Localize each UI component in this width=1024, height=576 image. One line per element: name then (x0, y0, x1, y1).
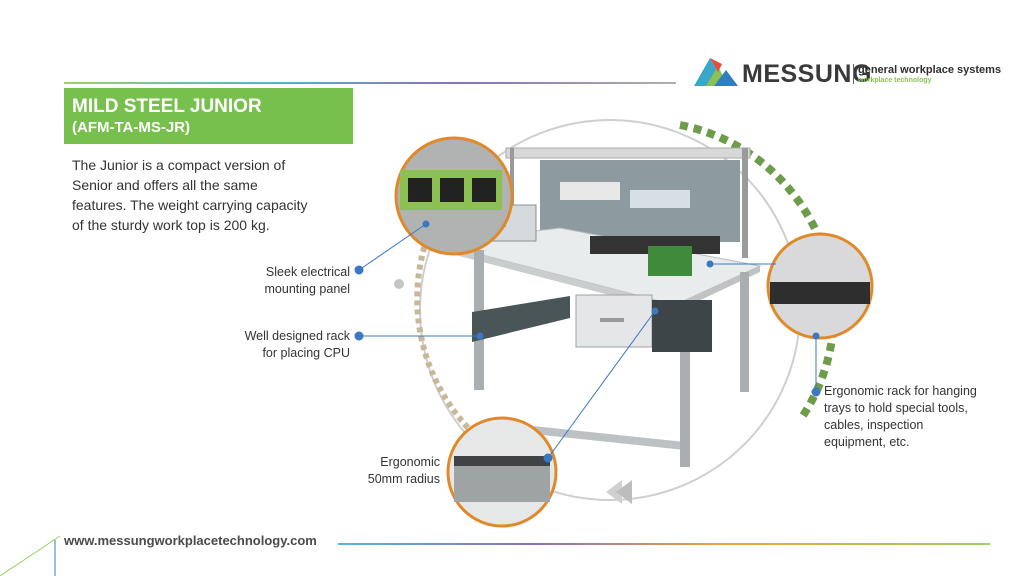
leg-front-right (680, 312, 690, 467)
website-link[interactable]: www.messungworkplacetechnology.com (64, 533, 317, 548)
callout-dot-tray (811, 387, 821, 397)
callout-tray-rack: Ergonomic rack for hanging trays to hold… (824, 384, 977, 449)
callout-electrical-panel: Sleek electrical mounting panel (264, 265, 350, 296)
ring-knob (394, 279, 404, 289)
logo-tagline: general workplace systems (858, 64, 1002, 76)
logo-wordmark: MESSUNG (742, 60, 872, 88)
dashed-arc-left (414, 228, 473, 433)
leg-back-right (740, 272, 749, 392)
logo-mark-icon (694, 58, 738, 86)
cpu-rack (472, 296, 570, 342)
logo-separator (853, 64, 854, 84)
arrow-chevron-icon (606, 480, 622, 504)
circuit-board (648, 246, 692, 276)
top-divider (64, 82, 676, 84)
bottom-divider (338, 543, 990, 545)
zoom-table-edge (446, 416, 558, 528)
overhead-shelf (505, 147, 751, 159)
logo-subline: workplace technology (858, 77, 932, 84)
callout-dot-rack (354, 331, 364, 341)
corner-decoration (0, 536, 61, 576)
zoom-tray-rack (766, 232, 874, 340)
brand-logo: MESSUNG general workplace systems workpl… (692, 54, 1002, 88)
product-model: (AFM-TA-MS-JR) (72, 119, 191, 136)
callout-dot-panel (354, 265, 364, 275)
product-description: The Junior is a compact version of Senio… (72, 157, 308, 233)
callout-dot-radius (543, 453, 553, 463)
callout-table-radius: Ergonomic 50mm radius (367, 455, 440, 486)
callout-cpu-rack: Well designed rack for placing CPU (244, 329, 350, 360)
product-title-box: MILD STEEL JUNIOR (AFM-TA-MS-JR) (64, 88, 353, 144)
zoom-electrical-panel (394, 136, 514, 256)
product-title: MILD STEEL JUNIOR (72, 96, 262, 117)
